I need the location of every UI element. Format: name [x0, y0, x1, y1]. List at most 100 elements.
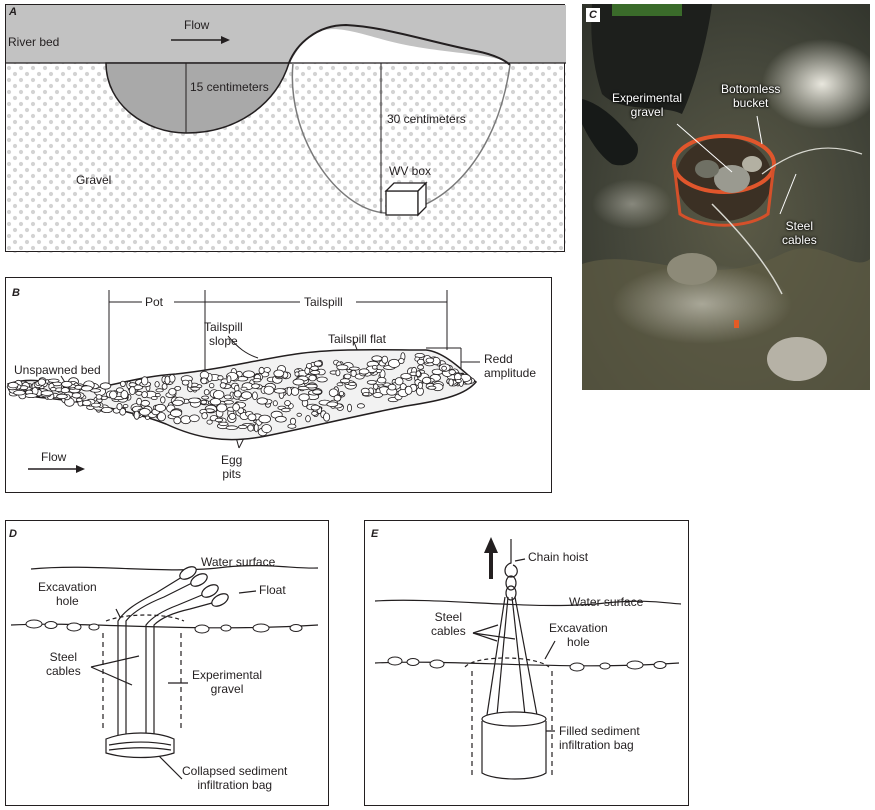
gravel-pebble: [155, 392, 161, 398]
gravel-pebble: [441, 365, 447, 371]
gravel-pebble: [155, 388, 164, 393]
gravel-pebble: [281, 407, 291, 413]
leader-steel-cables-d-1: [90, 666, 133, 686]
gravel-pebble: [335, 369, 341, 377]
excavation-hole-e: [464, 657, 550, 668]
gravel-pebble: [223, 400, 234, 405]
bed-pebbles-d: [25, 619, 303, 634]
gravel-pebble: [346, 403, 352, 413]
egg-pits-label: Egg pits: [221, 453, 243, 481]
wv-box-label: WV box: [389, 164, 432, 178]
gravel-pebble: [37, 378, 46, 386]
leader-bucket: [756, 115, 763, 145]
cable-d-3: [145, 594, 203, 735]
gravel-pebble: [200, 399, 208, 405]
gravel-pebble: [40, 390, 54, 396]
gravel-pebble: [448, 369, 456, 375]
gravel-pebble: [343, 373, 352, 380]
gravel-pebble: [218, 421, 229, 427]
gravel-pebble: [154, 403, 167, 412]
leader-exp-gravel: [676, 123, 733, 173]
gravel-pebble: [427, 385, 437, 390]
pot-label: Pot: [145, 295, 164, 309]
gravel-pebble: [338, 391, 345, 397]
float-d-1: [179, 566, 197, 580]
gravel-pebble: [371, 365, 378, 370]
river-bed-label: River bed: [8, 35, 60, 49]
gravel-pebble: [190, 386, 200, 391]
gravel-pebble: [247, 413, 257, 422]
gravel-pebble: [228, 412, 237, 420]
gravel-pebble: [310, 404, 320, 411]
floats-d: [179, 566, 229, 607]
panel-b-label: B: [12, 287, 20, 299]
gravel-pebble: [289, 417, 297, 425]
flow-arrowhead-b: [76, 465, 85, 473]
chain-link-1: [505, 575, 517, 591]
photo-rock-3: [742, 156, 762, 172]
gravel-pebble: [253, 423, 259, 433]
gravel-pebble: [122, 404, 129, 409]
tailspill-label: Tailspill: [304, 295, 343, 309]
leader-cables: [779, 173, 797, 215]
gravel-pebble: [448, 378, 454, 387]
float-d-2: [190, 573, 208, 587]
gravel-pebble: [200, 377, 208, 385]
gravel-pebble: [394, 377, 404, 386]
tailspill-flat-label: Tailspill flat: [328, 332, 387, 346]
experimental-gravel-d-label: Experimental gravel: [192, 668, 263, 696]
cable-e-3: [511, 596, 526, 716]
gravel-pebble: [400, 373, 412, 380]
gravel-pebble: [372, 392, 383, 398]
gravel-pebble: [323, 412, 331, 422]
photo-glare-2: [612, 264, 792, 344]
panel-b: B Pot Tailspill Tailspill slope Tailspil…: [5, 277, 552, 493]
gravel-pebble: [348, 382, 357, 387]
gravel-pebble: [216, 403, 228, 413]
gravel-pebble: [139, 408, 151, 416]
float-label: Float: [259, 583, 286, 597]
photo-steel-cable: [711, 203, 783, 295]
gravel-pebble: [328, 388, 339, 398]
steel-cables-e-label: Steel cables: [431, 610, 466, 638]
leader-hole-e: [544, 640, 556, 660]
panel-b-drawing: [6, 290, 480, 473]
water-surface-e-label: Water surface: [569, 595, 644, 609]
gravel-pebble: [240, 386, 248, 391]
gravel-pebble: [258, 366, 265, 375]
tailspill-slope-label: Tailspill slope: [204, 320, 243, 348]
tailspill-slope-leader: [227, 335, 259, 359]
gravel-pebble: [372, 383, 379, 390]
gravel-pebble: [417, 364, 425, 370]
leader-cables-e-2: [472, 632, 498, 642]
gravel-pebble: [151, 396, 158, 401]
steel-cables-d-label: Steel cables: [46, 650, 81, 678]
gravel-pebble: [366, 380, 377, 385]
gravel-pebble: [209, 397, 222, 406]
gravel-pebble: [181, 379, 190, 386]
gravel-label: Gravel: [76, 173, 112, 187]
redd-gravel: [6, 352, 475, 437]
gravel-pebble: [13, 389, 26, 396]
gravel-pebble: [90, 402, 102, 408]
gravel-pebble: [233, 390, 242, 398]
gravel-pebble: [258, 414, 272, 424]
gravel-pebble: [272, 400, 278, 407]
gravel-pebble: [336, 364, 349, 371]
gravel-pebble: [154, 381, 160, 388]
gravel-pebble: [242, 370, 255, 378]
experimental-gravel-photo-label: Experimental gravel: [612, 91, 683, 119]
gravel-pebble: [256, 397, 268, 405]
chain-hoist-label: Chain hoist: [528, 550, 589, 564]
gravel-pebble: [290, 387, 300, 396]
gravel-pebble: [296, 412, 302, 417]
panel-a-drawing: [6, 5, 566, 253]
water-surface-d: [30, 565, 319, 571]
panel-c: C Experimental gravel Bottomless bucket …: [582, 4, 870, 390]
gravel-pebble: [362, 392, 370, 397]
cable-e-1: [486, 596, 506, 716]
gravel-pebble: [326, 401, 339, 407]
gravel-pebble: [144, 415, 150, 420]
gravel-pebble: [225, 425, 238, 431]
panel-d-label: D: [9, 528, 17, 540]
